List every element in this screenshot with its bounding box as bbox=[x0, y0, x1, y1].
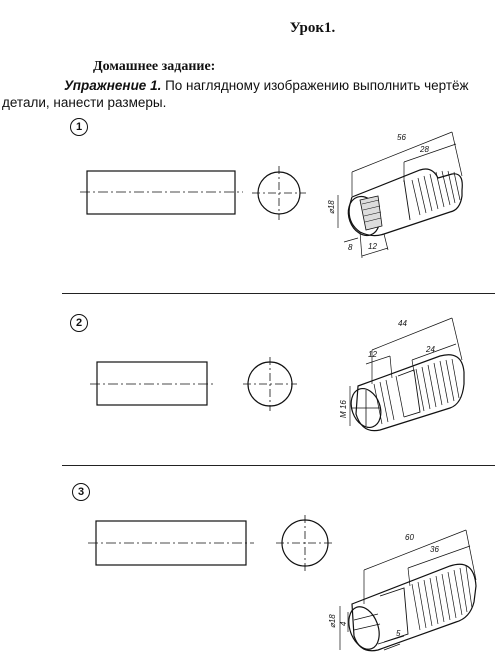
ex3-isometric-part bbox=[348, 563, 477, 652]
ex2-dim-left: 12 bbox=[368, 350, 377, 359]
ex1-dimension-lines bbox=[337, 131, 463, 259]
ex3-dim-total: 60 bbox=[405, 533, 414, 542]
ex3-dim-slot: 5 bbox=[396, 629, 401, 638]
ex1-front-view-rect bbox=[86, 170, 236, 215]
homework-heading: Домашнее задание: bbox=[93, 59, 216, 74]
ex2-dim-total: 44 bbox=[398, 319, 407, 328]
ex1-dim-total: 56 bbox=[397, 133, 406, 142]
ex1-dim-diameter: ⌀18 bbox=[327, 200, 336, 214]
separator-2 bbox=[62, 465, 495, 466]
lesson-title: Урок1. bbox=[289, 20, 336, 36]
ex2-dim-diameter: M 16 bbox=[339, 400, 348, 418]
task-paragraph: Упражнение 1. По наглядному изображению … bbox=[2, 77, 498, 111]
task-text: По наглядному изображению выполнить черт… bbox=[2, 78, 469, 110]
ex1-dim-chamfer: 8 bbox=[348, 243, 353, 252]
ex3-dim-thread: 36 bbox=[430, 545, 439, 554]
ex1-dim-thread: 28 bbox=[419, 145, 429, 154]
ex3-dim-diameter: ⌀18 bbox=[328, 614, 337, 628]
exercise-number-3: 3 bbox=[72, 483, 90, 501]
separator-1 bbox=[62, 293, 495, 294]
ex2-dimension-lines bbox=[349, 317, 463, 426]
ex2-isometric-part bbox=[350, 354, 465, 432]
ex3-dim-slot-depth: 4 bbox=[339, 621, 348, 626]
task-label: Упражнение 1. bbox=[64, 78, 162, 93]
exercise-number-1: 1 bbox=[70, 118, 88, 136]
ex1-isometric-part bbox=[347, 168, 463, 237]
ex2-front-view-rect bbox=[96, 361, 208, 406]
ex3-dimension-lines bbox=[339, 529, 477, 651]
exercise-number-2: 2 bbox=[70, 314, 88, 332]
ex1-dim-flat: 12 bbox=[368, 242, 377, 251]
ex2-dim-thread: 24 bbox=[425, 345, 435, 354]
